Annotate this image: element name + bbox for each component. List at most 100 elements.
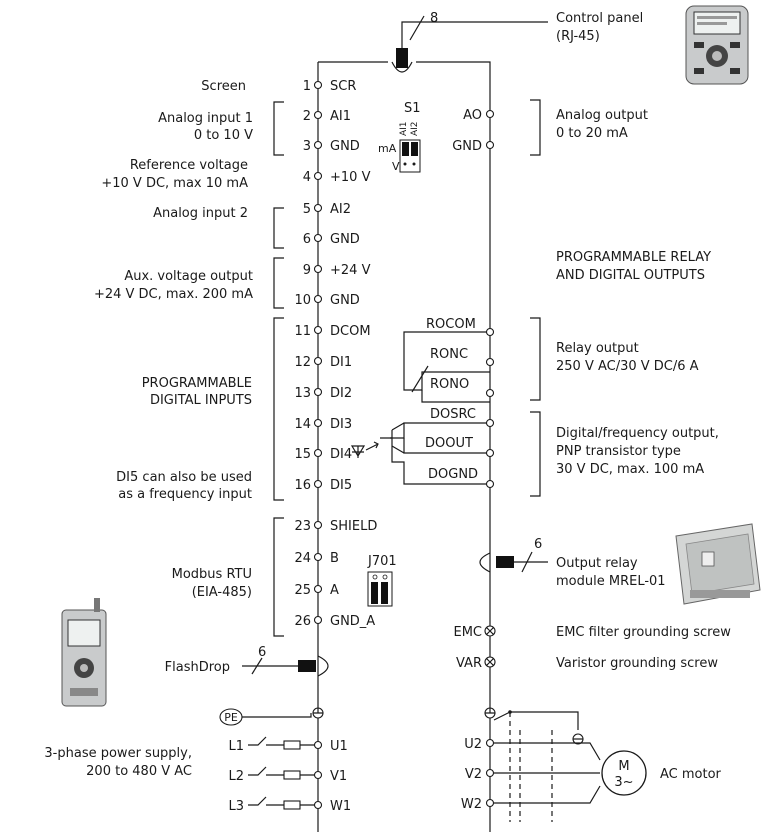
left-brackets bbox=[273, 101, 284, 637]
terminal-1 bbox=[313, 80, 323, 90]
digital-output-line2: PNP transistor type bbox=[556, 444, 681, 459]
terminal-number-5: 5 bbox=[303, 202, 311, 217]
motor-m-label: M bbox=[618, 759, 629, 774]
modbus-label-line2: (EIA-485) bbox=[192, 585, 252, 600]
relay-output-circuit: ROCOM RONC RONO bbox=[403, 317, 541, 403]
motor-label: AC motor bbox=[660, 767, 722, 782]
j701-title: J701 bbox=[367, 554, 397, 569]
modbus-label-line1: Modbus RTU bbox=[172, 567, 252, 582]
emc-description: EMC filter grounding screw bbox=[556, 625, 731, 640]
di5-note-line1: DI5 can also be used bbox=[116, 470, 252, 485]
var-description: Varistor grounding screw bbox=[556, 656, 718, 671]
aux-label-line1: Aux. voltage output bbox=[124, 269, 253, 284]
control-panel-wire-count: 8 bbox=[430, 11, 438, 26]
terminal-name-6: GND bbox=[330, 232, 360, 247]
terminal-name-1: SCR bbox=[330, 79, 356, 94]
terminal-name-12: DI1 bbox=[330, 355, 352, 370]
digital-output-line3: 30 V DC, max. 100 mA bbox=[556, 462, 704, 477]
w2-terminal-label: W2 bbox=[461, 797, 482, 812]
analog-output-terminals: AO GND bbox=[452, 99, 541, 156]
s1-v-label: V bbox=[392, 160, 400, 173]
terminal-name-23: SHIELD bbox=[330, 519, 377, 534]
terminal-number-2: 2 bbox=[303, 109, 311, 124]
flashdrop-connector: FlashDrop 6 bbox=[165, 645, 329, 677]
terminal-number-1: 1 bbox=[303, 79, 311, 94]
doout-label: DOOUT bbox=[425, 436, 473, 451]
l3-label: L3 bbox=[228, 799, 244, 814]
dognd-label: DOGND bbox=[428, 467, 478, 482]
terminal-number-23: 23 bbox=[294, 519, 311, 534]
prog-outputs-line1: PROGRAMMABLE RELAY bbox=[556, 250, 711, 265]
digital-output-circuit: DOSRC DOOUT DOGND bbox=[350, 407, 541, 497]
terminal-name-4: +10 V bbox=[330, 170, 371, 185]
terminal-name-14: DI3 bbox=[330, 417, 352, 432]
control-panel-device-icon bbox=[685, 5, 749, 85]
ao-label-line2: 0 to 20 mA bbox=[556, 126, 628, 141]
terminal-3 bbox=[313, 140, 323, 150]
ref-label-line1: Reference voltage bbox=[130, 158, 248, 173]
screen-label: Screen bbox=[201, 79, 246, 94]
ai1-label-line2: 0 to 10 V bbox=[194, 128, 253, 143]
digital-output-line1: Digital/frequency output, bbox=[556, 426, 719, 441]
di5-note-line2: as a frequency input bbox=[118, 487, 252, 502]
terminal-5 bbox=[313, 203, 323, 213]
w1-label: W1 bbox=[330, 799, 351, 814]
terminal-number-15: 15 bbox=[294, 447, 311, 462]
terminal-name-25: A bbox=[330, 583, 339, 598]
terminal-number-25: 25 bbox=[294, 583, 311, 598]
s1-ai1-label: AI1 bbox=[399, 121, 409, 136]
s1-ma-label: mA bbox=[378, 142, 397, 155]
ronc-label: RONC bbox=[430, 347, 468, 362]
prog-outputs-line2: AND DIGITAL OUTPUTS bbox=[556, 268, 705, 283]
terminal-number-13: 13 bbox=[294, 386, 311, 401]
v1-label: V1 bbox=[330, 769, 347, 784]
flashdrop-wire-count: 6 bbox=[258, 645, 266, 660]
mrel-connector: 6 bbox=[479, 537, 548, 573]
terminal-number-3: 3 bbox=[303, 139, 311, 154]
rono-label: RONO bbox=[430, 377, 469, 392]
terminal-9 bbox=[313, 264, 323, 274]
terminal-14 bbox=[313, 418, 323, 428]
terminal-number-9: 9 bbox=[303, 263, 311, 278]
control-panel-subtitle: (RJ-45) bbox=[556, 29, 600, 44]
terminal-name-16: DI5 bbox=[330, 478, 352, 493]
terminal-15 bbox=[313, 448, 323, 458]
terminal-6 bbox=[313, 233, 323, 243]
terminal-name-9: +24 V bbox=[330, 263, 371, 278]
power-supply-line1: 3-phase power supply, bbox=[44, 746, 192, 761]
grounding-screws: EMC VAR bbox=[453, 625, 496, 671]
terminal-name-10: GND bbox=[330, 293, 360, 308]
terminal-25 bbox=[313, 584, 323, 594]
terminal-name-5: AI2 bbox=[330, 202, 351, 217]
terminal-name-26: GND_A bbox=[330, 614, 375, 629]
terminal-23 bbox=[313, 520, 323, 530]
terminal-number-24: 24 bbox=[294, 551, 311, 566]
j701-jumper: J701 bbox=[367, 554, 397, 607]
ao-label-line1: Analog output bbox=[556, 108, 648, 123]
di-label-line2: DIGITAL INPUTS bbox=[150, 393, 252, 408]
l2-label: L2 bbox=[228, 769, 244, 784]
terminal-number-12: 12 bbox=[294, 355, 311, 370]
emc-terminal-label: EMC bbox=[453, 625, 482, 640]
flashdrop-device-icon bbox=[61, 598, 107, 707]
s1-ai2-label: AI2 bbox=[410, 121, 420, 136]
power-input-circuit: PE L1 L2 L3 U1 V1 W1 bbox=[219, 707, 351, 814]
terminal-12 bbox=[313, 356, 323, 366]
drive-body: 8 bbox=[317, 11, 548, 832]
power-supply-line2: 200 to 480 V AC bbox=[86, 764, 192, 779]
terminal-11 bbox=[313, 325, 323, 335]
s1-title: S1 bbox=[404, 101, 421, 116]
ao-terminal-label: AO bbox=[463, 108, 482, 123]
mrel-label-line1: Output relay bbox=[556, 556, 638, 571]
flashdrop-label: FlashDrop bbox=[165, 660, 230, 675]
mrel-label-line2: module MREL-01 bbox=[556, 574, 666, 589]
terminal-24 bbox=[313, 552, 323, 562]
terminal-name-13: DI2 bbox=[330, 386, 352, 401]
u2-terminal-label: U2 bbox=[464, 737, 482, 752]
terminal-13 bbox=[313, 387, 323, 397]
aux-label-line2: +24 V DC, max. 200 mA bbox=[94, 287, 253, 302]
terminal-name-11: DCOM bbox=[330, 324, 371, 339]
di-label-line1: PROGRAMMABLE bbox=[142, 376, 252, 391]
terminal-number-26: 26 bbox=[294, 614, 311, 629]
motor-output-circuit: U2 V2 W2 M 3~ bbox=[461, 707, 647, 822]
